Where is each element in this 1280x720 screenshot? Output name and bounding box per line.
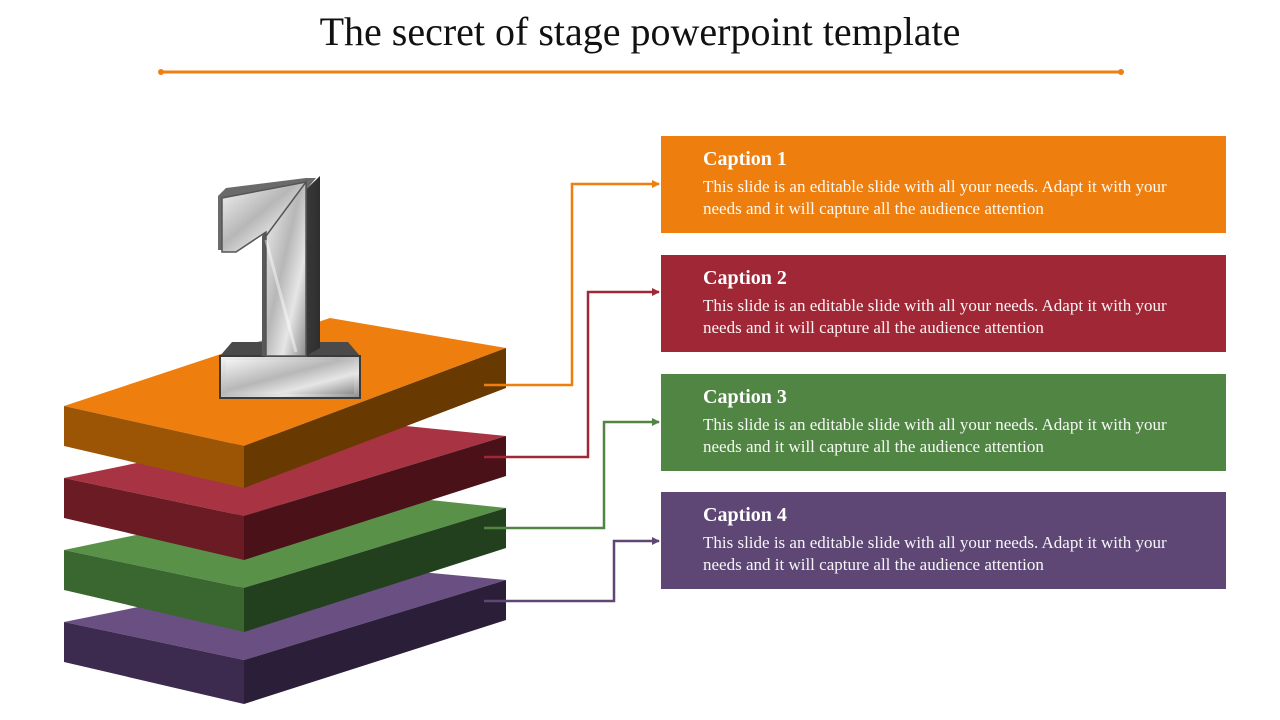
connector-arrow-1 <box>484 180 660 387</box>
connector-arrow-3 <box>484 418 660 530</box>
caption-title: Caption 3 <box>703 386 787 408</box>
caption-text: This slide is an editable slide with all… <box>703 177 1167 218</box>
silver-number-one-icon <box>218 176 361 399</box>
caption-text: This slide is an editable slide with all… <box>703 296 1167 337</box>
slide-title: The secret of stage powerpoint template <box>319 9 961 54</box>
title-divider <box>158 69 1124 75</box>
connector-arrow-4 <box>484 537 660 603</box>
caption-title: Caption 2 <box>703 267 787 289</box>
caption-box-3: Caption 3 This slide is an editable slid… <box>661 374 1226 471</box>
connector-arrow-2 <box>484 288 660 459</box>
caption-box-4: Caption 4 This slide is an editable slid… <box>661 492 1226 589</box>
caption-text: This slide is an editable slide with all… <box>703 533 1167 574</box>
caption-box-1: Caption 1 This slide is an editable slid… <box>661 136 1226 233</box>
caption-title: Caption 4 <box>703 504 787 526</box>
caption-title: Caption 1 <box>703 148 787 170</box>
caption-text: This slide is an editable slide with all… <box>703 415 1167 456</box>
caption-box-2: Caption 2 This slide is an editable slid… <box>661 255 1226 352</box>
